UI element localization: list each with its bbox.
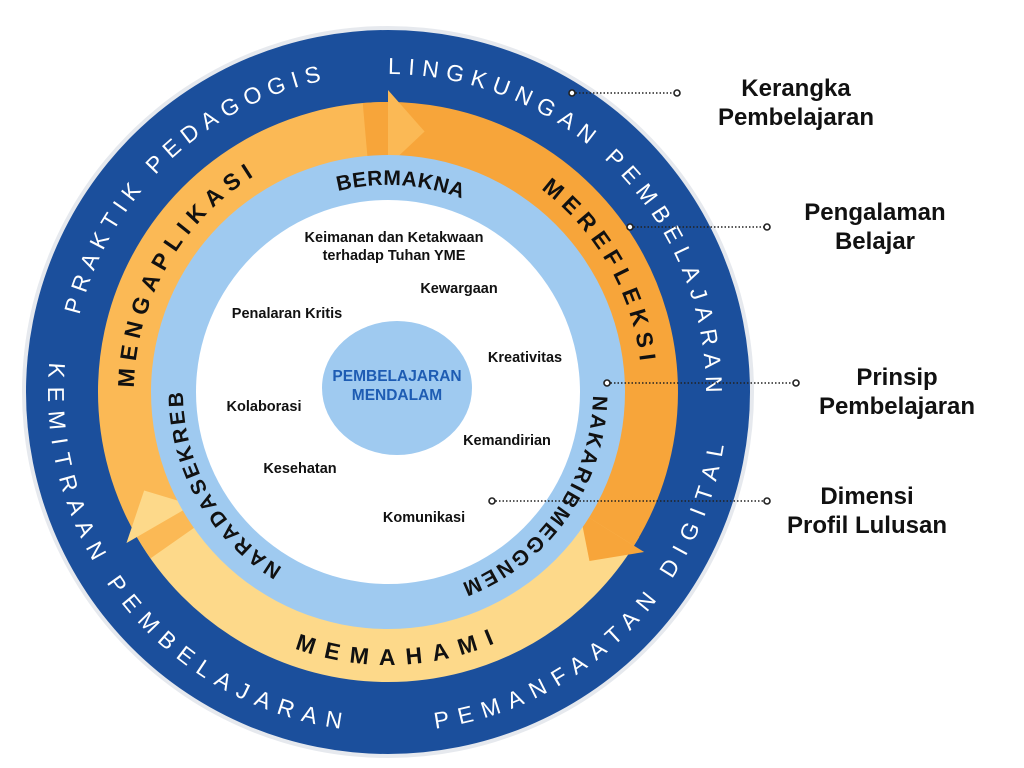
dimension-collaboration: Kolaborasi [227, 399, 302, 415]
dimension-critical-reasoning: Penalaran Kritis [232, 306, 342, 322]
dimension-communication: Komunikasi [383, 510, 465, 526]
legend-dimensions-line1: Dimensi [820, 483, 913, 510]
leader-experience [626, 223, 771, 231]
learning-experience-ring [98, 90, 678, 682]
arrow-merefleksi-body [362, 102, 678, 546]
dimension-faith-line1: Keimanan dan Ketakwaan [305, 230, 484, 246]
dimension-citizenship: Kewargaan [420, 281, 497, 297]
core-line2: MENDALAM [352, 387, 442, 404]
legend-experience-line2: Belajar [835, 228, 915, 255]
core-line1: PEMBELAJARAN [332, 368, 461, 385]
dimension-independence: Kemandirian [463, 433, 551, 449]
arrow-mengaplikasi-head-icon [388, 90, 425, 166]
legend-dimensions-line2: Profil Lulusan [787, 512, 947, 539]
leader-principles [603, 379, 800, 387]
legend-framework-line2: Pembelajaran [718, 104, 874, 131]
dimension-creativity: Kreativitas [488, 350, 562, 366]
core-ellipse [322, 321, 472, 455]
legend-experience-line1: Pengalaman [804, 199, 945, 226]
arrow-merefleksi-head-icon [579, 511, 645, 562]
legend-framework-line1: Kerangka [741, 75, 851, 102]
dimension-health: Kesehatan [263, 461, 336, 477]
arrow-mengaplikasi-body [98, 102, 389, 559]
leader-dimensions [488, 497, 771, 505]
arrow-memahami-body [136, 509, 640, 682]
legend-principles-line2: Pembelajaran [819, 393, 975, 420]
leader-framework [568, 89, 681, 97]
arrow-memahami-head-icon [126, 490, 193, 543]
legend-principles-line1: Prinsip [856, 364, 937, 391]
dimension-faith-line2: terhadap Tuhan YME [323, 248, 466, 264]
